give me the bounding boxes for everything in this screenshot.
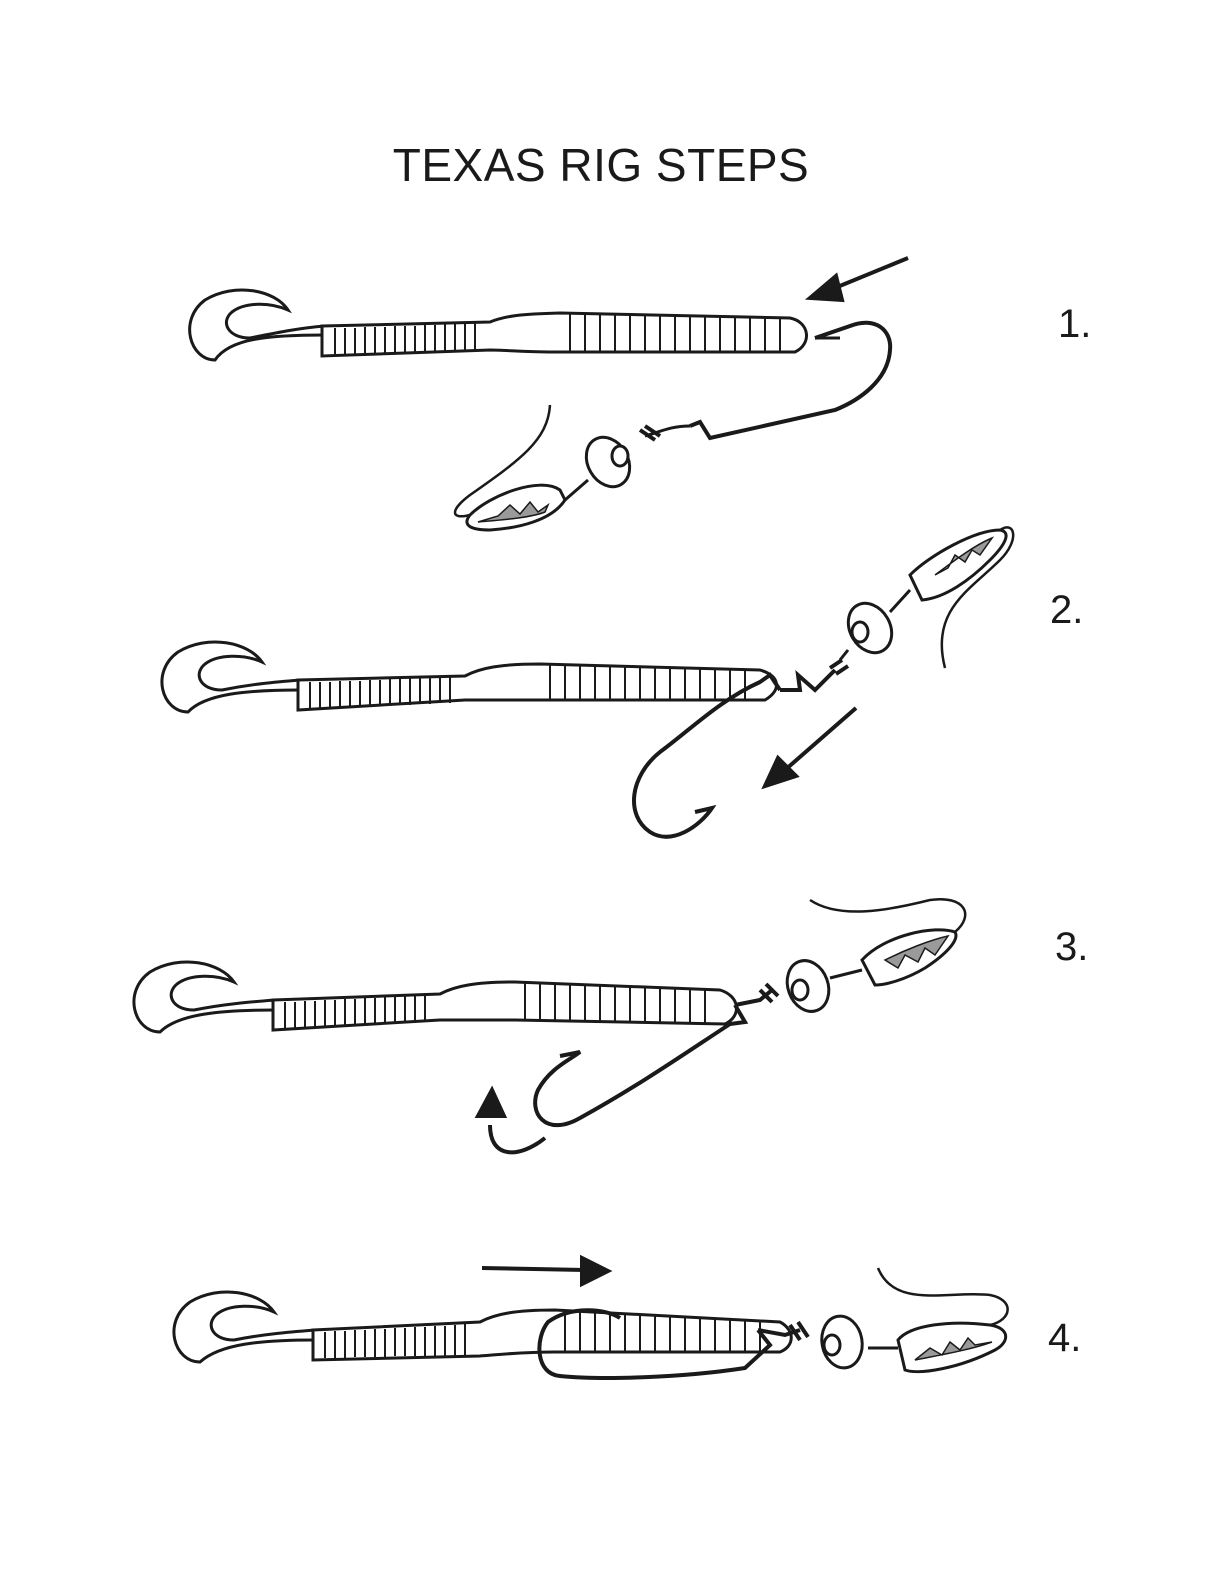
arrow-icon xyxy=(804,256,909,303)
curved-arrow-icon xyxy=(474,1085,547,1155)
step-4-panel xyxy=(0,1250,1224,1420)
step-1-panel xyxy=(0,0,1224,560)
step-1-number: 1. xyxy=(1058,302,1092,346)
hook xyxy=(537,1308,773,1380)
fishing-line xyxy=(940,526,1015,669)
worm-segments xyxy=(284,983,706,1028)
hook xyxy=(632,672,782,839)
worm-body xyxy=(271,980,738,1032)
worm-segments xyxy=(334,314,781,354)
worm-tail xyxy=(132,960,276,1034)
fishing-line xyxy=(809,897,967,933)
hook xyxy=(533,1003,749,1127)
worm-body xyxy=(320,311,808,358)
step-2-panel xyxy=(0,510,1224,860)
worm-tail xyxy=(160,640,301,714)
worm-body xyxy=(311,1308,793,1362)
bead xyxy=(584,435,632,489)
step-3-number: 3. xyxy=(1055,925,1089,969)
step-2-illustration xyxy=(160,526,1015,839)
step-4-illustration xyxy=(172,1254,1009,1380)
step-2-number: 2. xyxy=(1050,588,1084,632)
step-4-number: 4. xyxy=(1048,1316,1082,1360)
worm-tail xyxy=(172,1290,316,1364)
worm-segments xyxy=(324,1311,761,1358)
hook xyxy=(689,320,893,441)
step-1-illustration xyxy=(188,256,909,532)
fishing-line xyxy=(453,404,552,518)
step-3-illustration xyxy=(132,897,967,1155)
worm-tail xyxy=(188,288,326,362)
step-3-panel xyxy=(0,880,1224,1180)
worm-segments xyxy=(309,665,746,708)
bullet-weight xyxy=(908,528,1008,602)
arrow-icon xyxy=(481,1254,613,1288)
arrow-icon xyxy=(761,706,858,790)
diagram-title: TEXAS RIG STEPS xyxy=(392,139,810,191)
fishing-line xyxy=(876,1267,1009,1327)
